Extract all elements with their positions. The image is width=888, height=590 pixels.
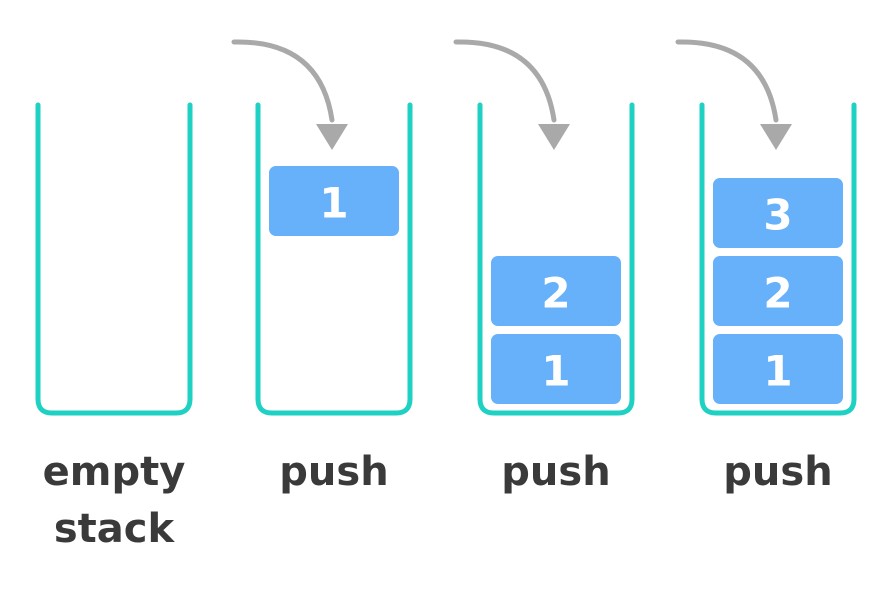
stage-3: 1 2 push <box>453 39 635 495</box>
block-rect <box>713 178 843 248</box>
stack-container <box>477 102 635 416</box>
stage-caption: push <box>279 449 388 495</box>
block-label: 1 <box>763 347 792 396</box>
block-rect <box>713 256 843 326</box>
stack-container <box>255 102 413 416</box>
block-label: 2 <box>541 269 570 318</box>
block-label: 1 <box>319 179 348 228</box>
stack-container <box>35 102 193 416</box>
stage-1: empty stack <box>35 102 193 552</box>
push-arrow-icon <box>453 39 570 150</box>
block-rect <box>491 334 621 404</box>
stage-caption: stack <box>54 506 176 552</box>
stage-caption: push <box>723 449 832 495</box>
stage-caption: push <box>501 449 610 495</box>
stack-block-2: 2 <box>713 256 843 326</box>
stack-block-3: 3 <box>713 178 843 248</box>
stage-2: 1 push <box>231 39 413 495</box>
stage-4: 1 2 3 push <box>675 39 857 495</box>
stack-block-2: 2 <box>491 256 621 326</box>
push-arrow-icon <box>675 39 792 150</box>
stack-block-1: 1 <box>269 166 399 236</box>
block-rect <box>713 334 843 404</box>
stack-block-1: 1 <box>491 334 621 404</box>
push-arrow-icon <box>231 39 348 150</box>
stack-container <box>699 102 857 416</box>
block-rect <box>269 166 399 236</box>
stack-block-1: 1 <box>713 334 843 404</box>
block-label: 3 <box>763 191 792 240</box>
block-label: 2 <box>763 269 792 318</box>
block-rect <box>491 256 621 326</box>
block-label: 1 <box>541 347 570 396</box>
stage-caption: empty <box>43 449 186 495</box>
